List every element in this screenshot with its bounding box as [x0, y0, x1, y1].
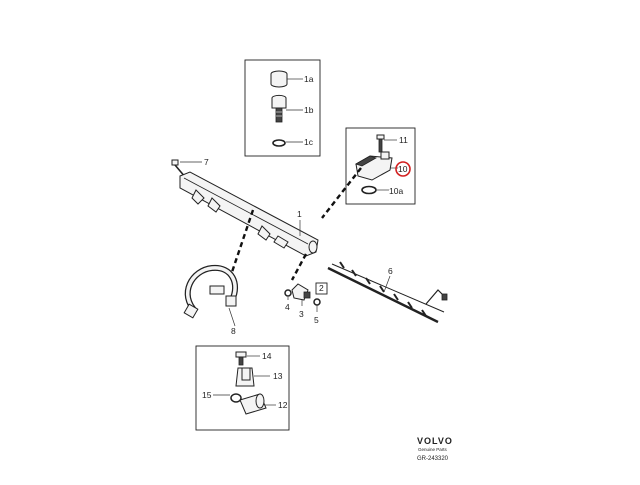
part-1b-valve — [271, 94, 287, 123]
callout-3: 3 — [299, 309, 304, 319]
part-1a-cap — [270, 70, 288, 88]
highlight-callout-10 — [395, 161, 411, 177]
brand-tagline: Genuine Parts — [418, 447, 448, 452]
callout-14: 14 — [262, 351, 272, 361]
callout-10a: 10a — [389, 186, 403, 196]
callout-8: 8 — [231, 326, 236, 336]
inset-box-bottom — [195, 345, 290, 431]
callout-13: 13 — [273, 371, 283, 381]
connector-dash-right — [321, 167, 362, 219]
part-10a-seal — [361, 185, 377, 195]
callout-11: 11 — [399, 135, 408, 145]
connector-dash-left — [230, 209, 255, 273]
callout-1a: 1a — [304, 74, 314, 84]
callout-6: 6 — [388, 266, 393, 276]
part-14-pin — [235, 351, 247, 366]
diagram-code: GR-243320 — [417, 456, 449, 462]
part-1-fuel-rail — [179, 171, 319, 257]
inset-box-right — [345, 127, 416, 205]
part-11-screw — [376, 134, 385, 153]
callout-12: 12 — [278, 400, 288, 410]
part-12-connector — [239, 393, 267, 415]
callout-1c: 1c — [304, 137, 314, 147]
callout-4: 4 — [285, 302, 290, 312]
callout-1b: 1b — [304, 105, 314, 115]
callout-7: 7 — [204, 157, 209, 167]
part-8-hose — [183, 264, 239, 319]
callout-1: 1 — [297, 209, 302, 219]
connector-dash-center — [290, 253, 308, 281]
part-5-washer — [313, 298, 321, 306]
part-1c-o-ring — [272, 139, 286, 147]
brand-logo: VOLVO — [417, 436, 453, 446]
callout-15: 15 — [202, 390, 212, 400]
inset-box-top — [244, 59, 321, 157]
callout-2-box — [315, 282, 328, 295]
part-13-clip — [235, 367, 255, 387]
callout-10: 10 — [398, 164, 408, 174]
part-15-ring — [230, 393, 242, 403]
part-6-wiring-harness — [327, 261, 448, 324]
part-3-fitting — [291, 283, 311, 301]
callout-5: 5 — [314, 315, 319, 325]
part-4-washer — [284, 289, 292, 297]
part-10-sensor — [355, 151, 393, 181]
callout-2: 2 — [319, 283, 324, 293]
